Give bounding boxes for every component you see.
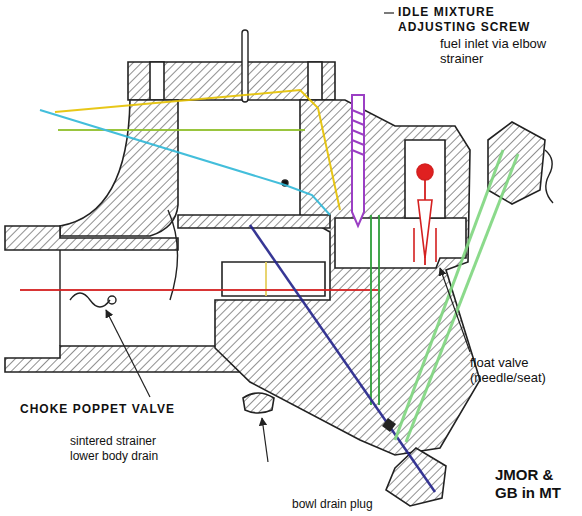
float-valve — [414, 164, 436, 262]
bolt-hole — [150, 62, 164, 100]
part-label: sintered strainer lower body drain — [70, 434, 185, 464]
spring-wire — [545, 150, 553, 203]
idle-mixture-screw — [352, 95, 364, 226]
air-horn-top — [5, 226, 178, 250]
choke-poppet — [70, 293, 110, 307]
float-valve — [417, 164, 433, 180]
bolt-hole — [308, 62, 322, 100]
choke-poppet — [108, 296, 116, 304]
float-leader — [440, 268, 470, 352]
throttle-plate — [242, 30, 248, 102]
choke-poppet — [60, 210, 178, 346]
sintered-strainer — [243, 393, 274, 413]
idle-mixture-screw — [352, 95, 364, 226]
jet-tips — [382, 418, 396, 432]
adjusting-needle — [406, 154, 518, 442]
leader-lines — [106, 13, 470, 462]
label-dash — [384, 12, 394, 13]
air-horn-bottom — [5, 346, 240, 372]
green-tube — [378, 215, 380, 405]
throat-wall — [60, 100, 178, 236]
choke-poppet — [59, 250, 60, 346]
part-label: bowl drain plug — [292, 497, 373, 511]
choke-leader — [106, 310, 150, 397]
cyan-path — [40, 110, 330, 215]
flow-lines — [20, 90, 518, 492]
navy-path — [250, 225, 435, 492]
carburetor-body — [5, 62, 545, 506]
jet-tips — [382, 418, 396, 432]
float-valve — [418, 200, 432, 258]
red-path — [20, 289, 380, 291]
idle-mixture-screw — [352, 110, 364, 155]
part-label: fuel inlet via elbow strainer — [440, 36, 550, 66]
part-label: IDLE MIXTURE ADJUSTING SCREW — [398, 5, 538, 35]
adjusting-needle — [395, 150, 503, 440]
adjusting-screw-head — [488, 122, 545, 204]
float-valve — [414, 228, 436, 262]
spring-wire — [545, 150, 553, 203]
main-body — [215, 100, 480, 455]
part-label: CHOKE POPPET VALVE — [20, 402, 175, 416]
venturi-bridge — [178, 215, 330, 228]
strainer-leader — [262, 418, 268, 462]
float-chamber — [335, 218, 466, 268]
green-tube — [370, 215, 372, 405]
credit-label: JMOR & GB in MT — [495, 466, 575, 502]
bowl-drain-plug — [386, 448, 446, 506]
choke-poppet — [168, 210, 178, 300]
yellow-path — [55, 90, 340, 210]
green-path — [58, 129, 305, 131]
part-label: float valve (needle/seat) — [470, 355, 570, 385]
throttle-plate — [242, 30, 288, 186]
